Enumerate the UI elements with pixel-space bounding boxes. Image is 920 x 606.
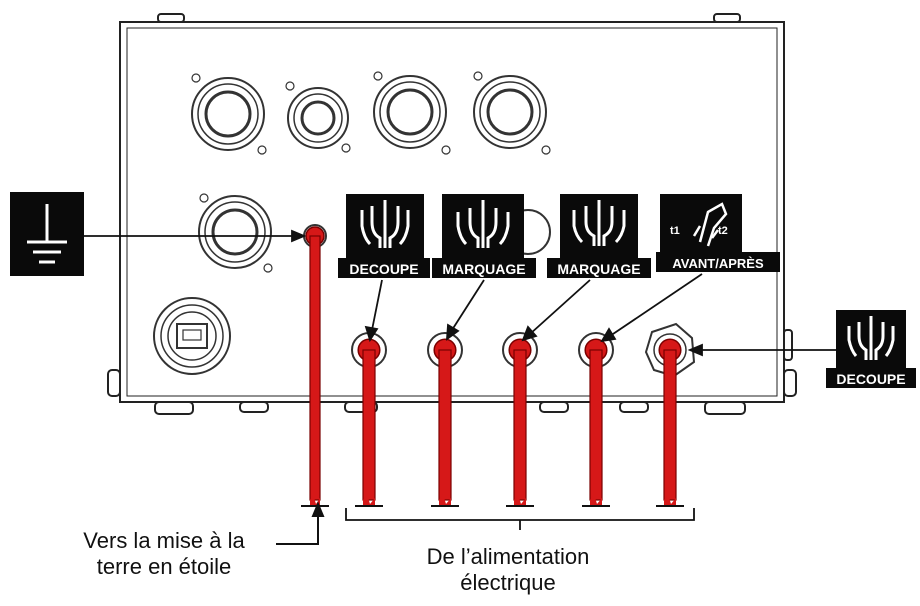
power-cable-4 [582,338,610,507]
leader-arrows [364,273,836,357]
ethernet-port [153,297,231,375]
connector-large [373,71,451,155]
t2-label: t2 [718,225,728,237]
connector-small [285,81,351,153]
callout-marquage-2: MARQUAGE [547,194,651,278]
callout-decoupe-1: DECOUPE [338,194,430,278]
power-cable-2 [431,338,459,507]
marking-torch-icon [456,200,510,248]
torch-sequence-icon: t1 t2 [670,202,728,247]
callout-avant-apres: t1 t2 AVANT/APRÈS [656,194,780,272]
ground-bracket [276,501,325,545]
power-cable-1 [355,338,383,507]
ground-caption-line-2: terre en étoile [97,554,232,579]
ground-box [10,192,84,276]
connector-large [473,71,551,155]
power-bracket [345,508,695,530]
ground-caption-line-1: Vers la mise à la [83,528,245,553]
power-cable-3 [506,338,534,507]
callout-label: MARQUAGE [442,261,525,277]
power-cable-5 [656,338,684,507]
callout-label: MARQUAGE [557,261,640,277]
ground-icon [27,204,67,264]
ground-leader [84,229,307,243]
plasma-torch-icon [847,316,895,360]
cables [301,226,684,507]
power-caption-line-1: De l’alimentation [427,544,590,569]
callout-label: DECOUPE [349,261,418,277]
marking-torch-icon [572,200,626,246]
plasma-torch-icon [360,200,410,248]
callout-label: DECOUPE [836,371,905,387]
callout-label: AVANT/APRÈS [672,256,764,271]
callout-decoupe-2: DECOUPE [826,310,916,388]
callout-marquage-1: MARQUAGE [432,194,536,278]
connector-large [191,73,267,155]
connector-large [198,193,273,273]
power-caption-line-2: électrique [460,570,555,595]
connector-row-top [191,71,551,155]
t1-label: t1 [670,225,680,237]
